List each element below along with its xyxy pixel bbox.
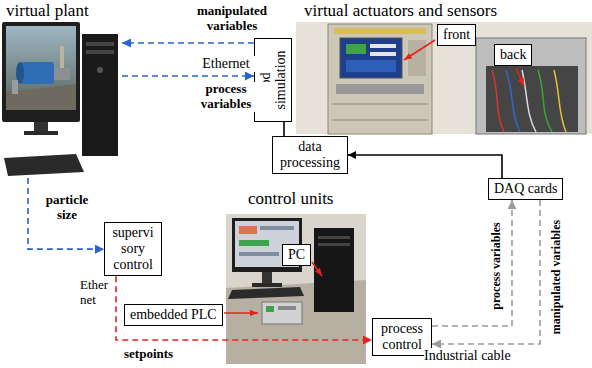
control-units-photo	[262, 272, 272, 284]
control-units-photo	[224, 214, 366, 364]
virtual-plant-photo	[82, 34, 118, 156]
virtual-plant-photo	[86, 50, 114, 54]
cabinet-photo	[346, 60, 396, 72]
connector	[432, 200, 512, 326]
virtual-plant-photo	[6, 26, 76, 110]
cabinet-photo	[522, 70, 536, 132]
connector	[116, 276, 372, 340]
box-label: supervi sory control	[110, 225, 156, 273]
note-label: Ethernet	[180, 56, 272, 72]
control-units-photo	[260, 226, 294, 230]
cabinet-photo	[296, 22, 592, 134]
note-label: Ether net	[80, 278, 112, 308]
control-units-photo	[278, 306, 296, 310]
cabinet-photo	[370, 44, 396, 48]
panel-heading: virtual actuators and sensors	[304, 1, 497, 21]
control-units-photo	[314, 228, 354, 312]
virtual-plant-photo	[2, 22, 80, 122]
photo-panel: virtual actuators and sensors front back	[296, 0, 592, 134]
virtual-plant-photo	[20, 62, 54, 84]
control-units-photo	[228, 287, 304, 299]
cabinet-photo	[296, 22, 592, 134]
virtual-plant-photo	[24, 131, 58, 135]
cabinet-photo	[554, 70, 566, 132]
connector	[283, 122, 285, 136]
cabinet-photo	[328, 24, 432, 134]
cabinet-photo	[332, 104, 428, 105]
panel-heading: virtual plant	[6, 1, 89, 21]
virtual-plant-photo	[60, 46, 64, 68]
process-box: supervi sory control	[104, 222, 162, 276]
signal-label: manipulated variables	[186, 4, 278, 34]
cabinet-photo	[538, 70, 552, 132]
signal-label: particle size	[36, 193, 98, 223]
virtual-plant-photo	[34, 122, 48, 132]
callout-box: back	[494, 44, 532, 66]
box-label: data processing	[278, 139, 342, 171]
virtual-plant-photo	[12, 80, 18, 94]
callout-box: front	[437, 24, 476, 46]
cabinet-photo	[506, 70, 520, 132]
connector	[348, 155, 502, 178]
note-label: Industrial cable	[424, 348, 511, 364]
cabinet-photo	[408, 40, 426, 76]
callout-box: PC	[282, 244, 311, 266]
callout-box: embedded PLC	[124, 304, 223, 326]
cabinet-photo	[346, 44, 366, 54]
box-label: process control	[378, 321, 426, 353]
virtual-plant-photo	[86, 42, 114, 46]
connector	[28, 178, 104, 249]
box-label: embedded PLC	[130, 307, 217, 323]
virtual-plant-photo	[97, 67, 103, 73]
control-units-photo	[226, 214, 366, 364]
control-units-photo	[239, 226, 257, 234]
cabinet-photo	[476, 38, 586, 134]
control-units-photo	[224, 312, 258, 314]
virtual-plant-photo	[4, 154, 84, 176]
box-label: back	[500, 47, 526, 63]
cabinet-photo	[370, 52, 396, 56]
control-units-photo	[266, 306, 274, 312]
connector	[432, 200, 540, 344]
cabinet-photo	[516, 68, 524, 86]
virtual-plant-photo	[54, 68, 70, 80]
connector	[122, 75, 254, 77]
cabinet-photo	[404, 40, 435, 60]
control-units-photo	[239, 240, 269, 246]
cabinet-photo	[340, 38, 402, 78]
process-box: process control	[372, 318, 432, 356]
process-box: data processing	[272, 136, 348, 174]
control-units-photo	[239, 252, 279, 256]
photo-panel: control unitsPC	[226, 188, 366, 364]
cabinet-photo	[492, 70, 504, 132]
control-units-photo	[318, 243, 350, 246]
panel-heading: control units	[248, 189, 333, 209]
signal-label: manipulated variables	[550, 220, 564, 334]
control-units-photo	[262, 302, 302, 324]
box-label: DAQ cards	[494, 181, 557, 197]
signal-label: setpoints	[124, 347, 173, 362]
cabinet-photo	[486, 66, 578, 132]
control-units-photo	[252, 283, 282, 287]
control-units-photo	[318, 236, 350, 239]
cabinet-photo	[336, 84, 424, 94]
photo-panel: virtual plant	[0, 0, 122, 178]
box-label: PC	[288, 247, 305, 263]
connector	[122, 42, 254, 44]
cabinet-photo	[332, 120, 428, 121]
control-units-photo	[312, 262, 322, 276]
virtual-plant-photo	[2, 22, 118, 176]
box-label: front	[443, 27, 470, 43]
signal-label: process variables	[180, 82, 272, 112]
signal-label: process variables	[490, 222, 504, 309]
cabinet-photo	[334, 28, 426, 34]
process-box: DAQ cards	[488, 178, 563, 200]
